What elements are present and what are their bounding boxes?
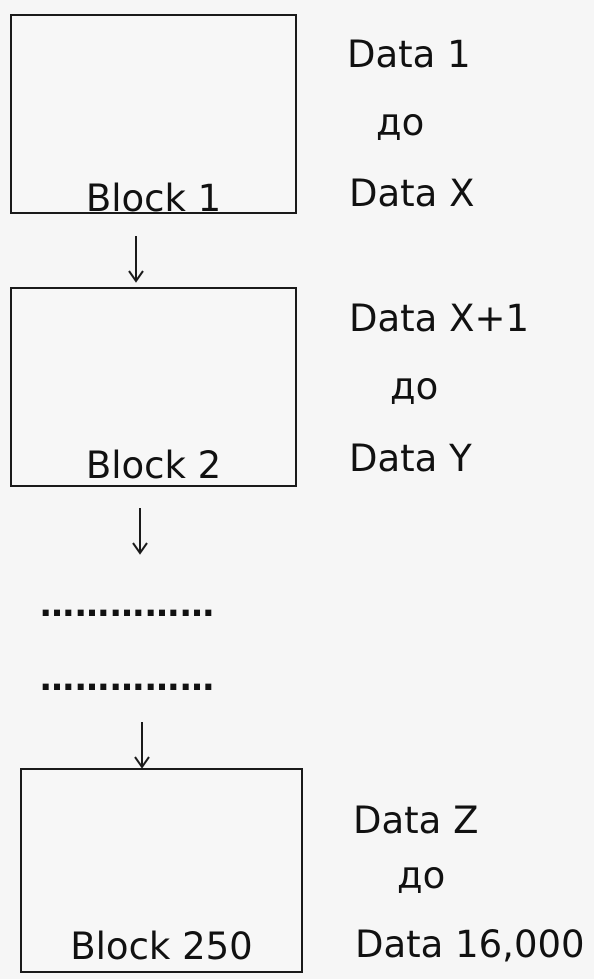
- block-250-label: Block 250: [70, 925, 253, 968]
- block-1-label: Block 1: [85, 177, 222, 220]
- block-250-box: Block 250: [20, 768, 303, 973]
- block-2-range-start: Data X+1: [349, 297, 529, 340]
- block-250-range-start: Data Z: [353, 799, 479, 842]
- down-arrow-icon: [132, 508, 148, 555]
- block-1-box: Block 1: [10, 14, 297, 220]
- block-1-range-word: до: [376, 101, 425, 144]
- block-250-range-word: до: [397, 854, 446, 897]
- down-arrow-icon: [134, 722, 150, 769]
- block-1-range-end: Data X: [349, 172, 475, 215]
- block-2-range-word: до: [390, 365, 439, 408]
- block-2-label: Block 2: [85, 444, 222, 487]
- ellipsis-row-1: ……………: [40, 585, 215, 625]
- block-250-range-end: Data 16,000: [355, 923, 585, 966]
- block-2-range-end: Data Y: [349, 437, 472, 480]
- down-arrow-icon: [128, 236, 144, 283]
- block-2-box: Block 2: [10, 287, 297, 487]
- ellipsis-row-2: ……………: [40, 659, 215, 699]
- block-1-range-start: Data 1: [347, 33, 471, 76]
